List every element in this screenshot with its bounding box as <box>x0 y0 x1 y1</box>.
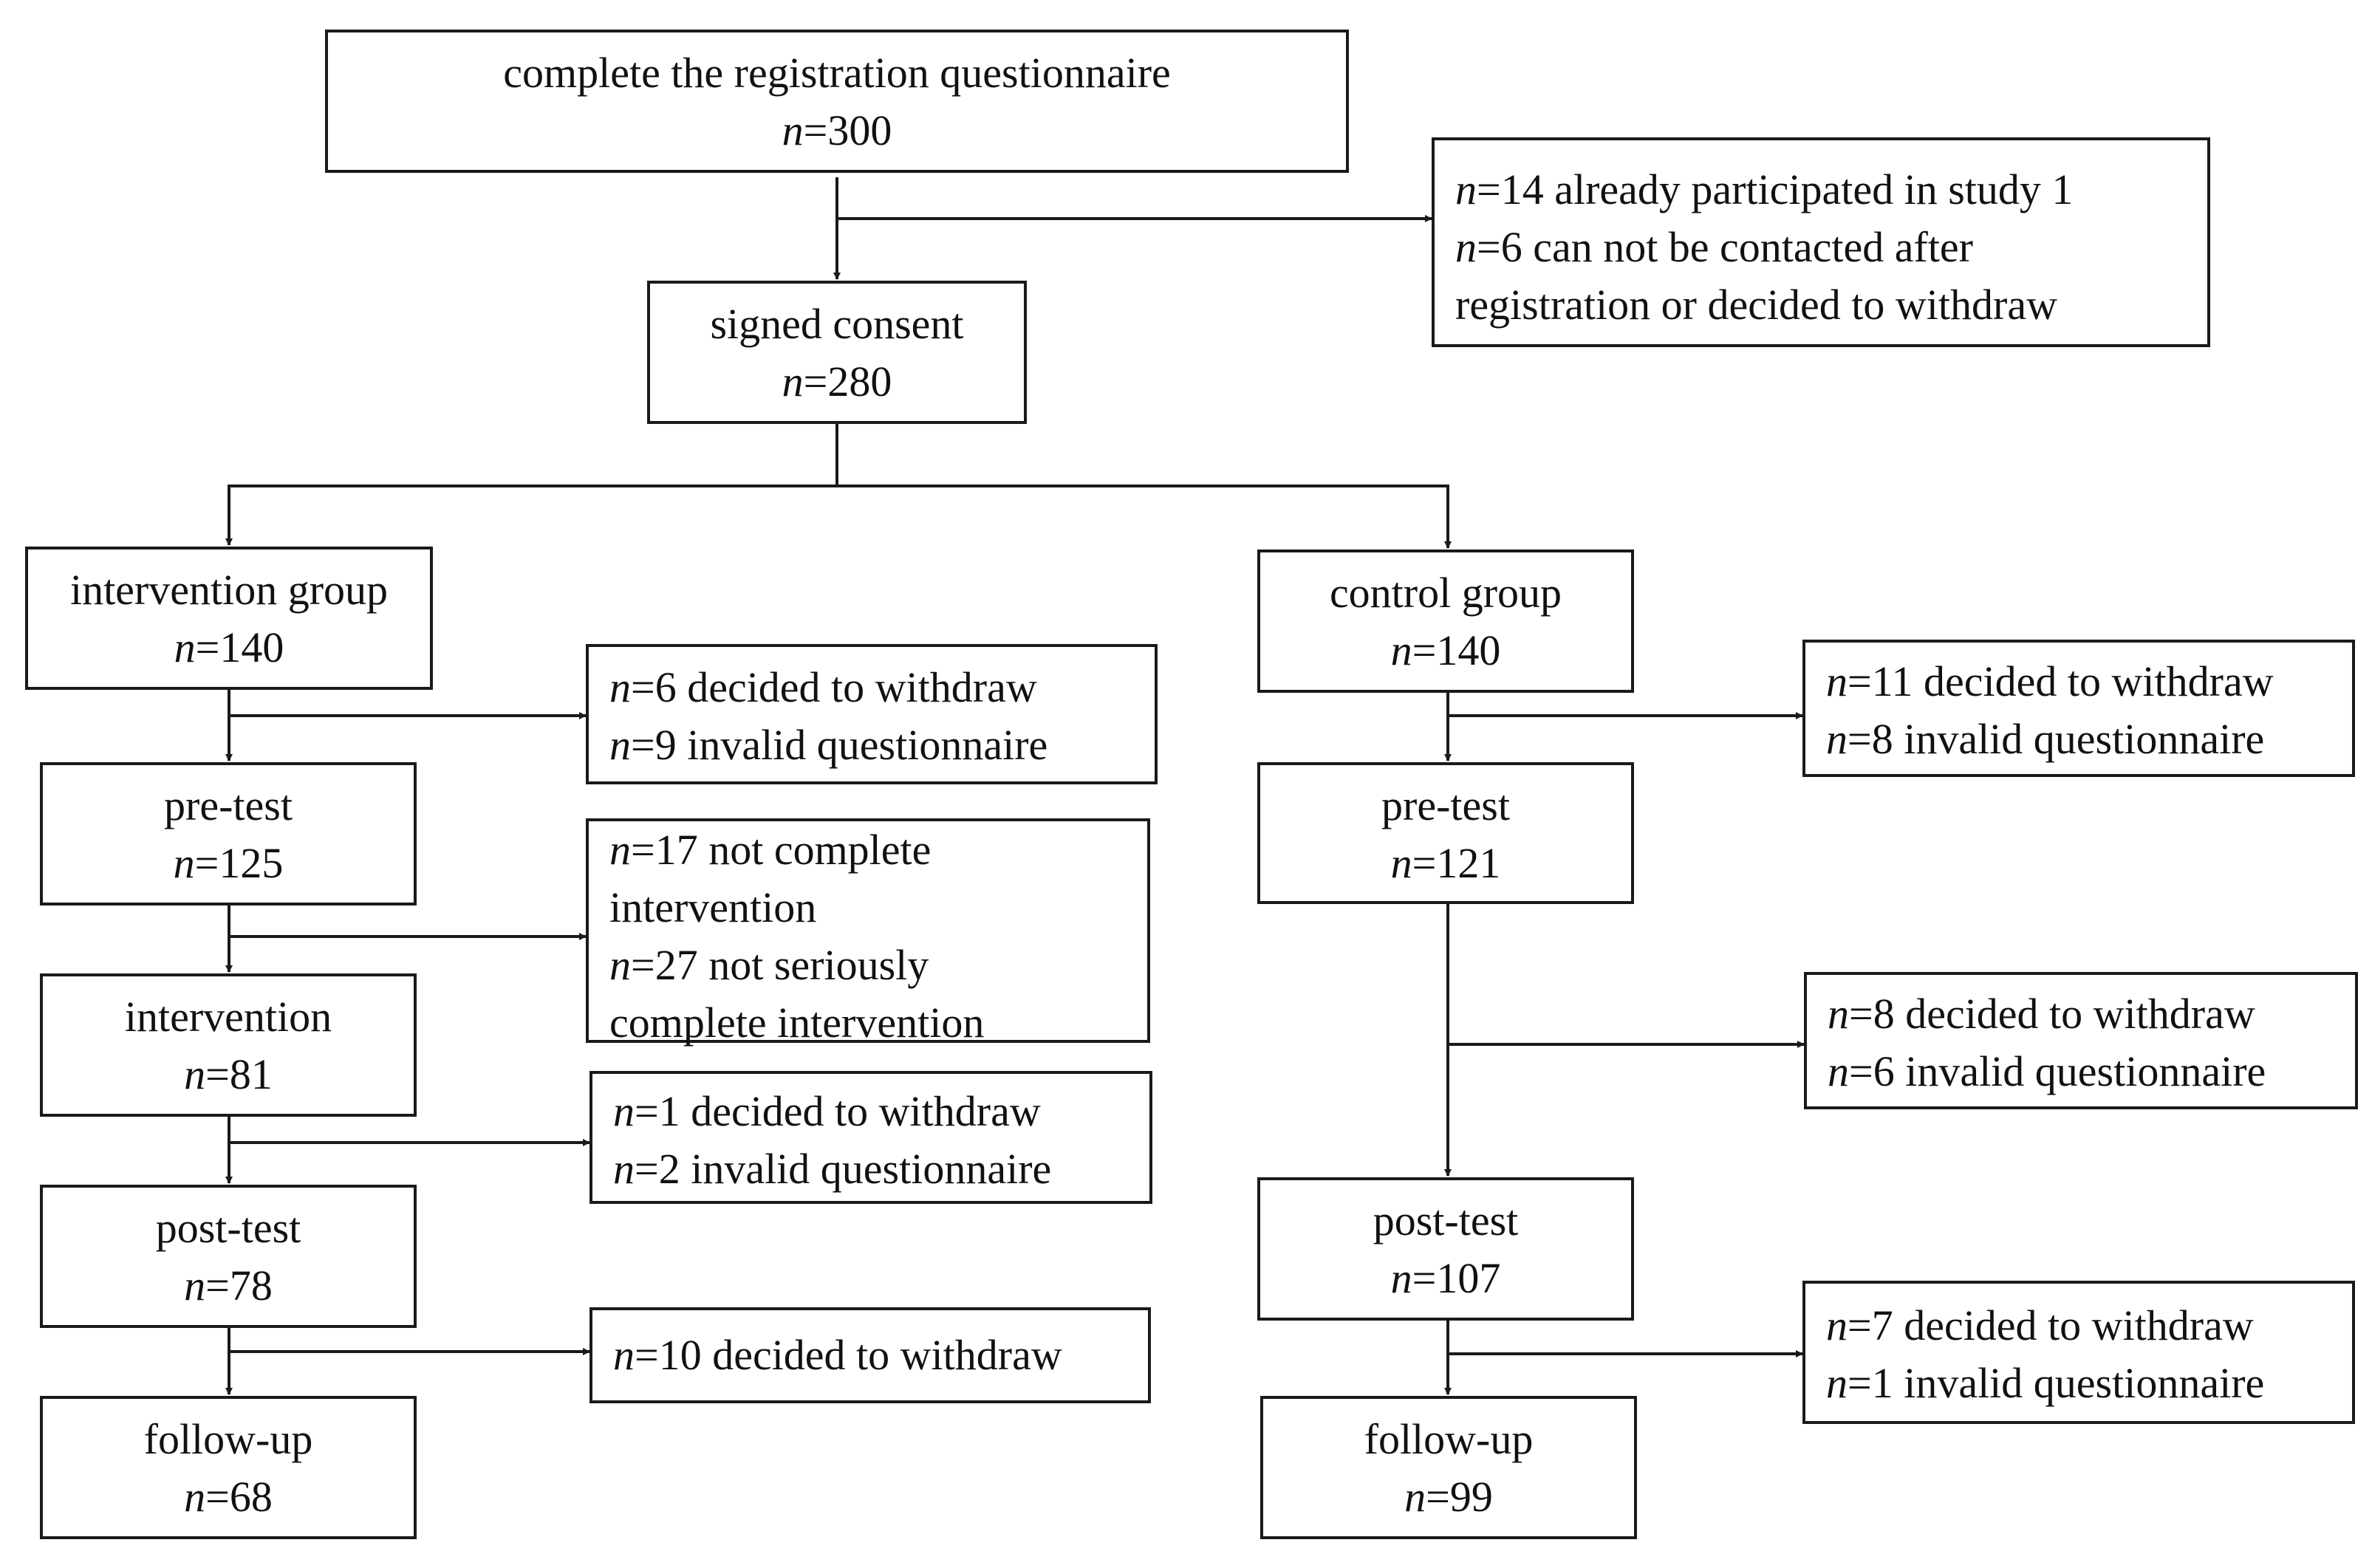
int-loss1-line: n=6 decided to withdraw <box>609 663 1037 711</box>
int-loss4-line: n=10 decided to withdraw <box>613 1331 1062 1379</box>
int-loss2-box: n=17 not complete intervention n=27 not se… <box>586 818 1150 1047</box>
int-followup-count: n=68 <box>184 1473 273 1521</box>
consent-count: n=280 <box>782 357 892 405</box>
int-loss2-line: intervention <box>609 883 817 931</box>
registration-box: complete the registration questionnaire … <box>325 30 1349 173</box>
control-group-box: control group n=140 <box>1257 550 1634 693</box>
ctl-loss2-line: n=8 decided to withdraw <box>1828 990 2255 1038</box>
int-loss1-box: n=6 decided to withdraw n=9 invalid quest… <box>586 644 1158 784</box>
int-pretest-count: n=125 <box>173 839 284 887</box>
ctl-loss3-line: n=7 decided to withdraw <box>1826 1301 2254 1349</box>
ctl-followup-label: follow-up <box>1364 1415 1534 1463</box>
excluded-line: n=6 can not be contacted after <box>1455 223 1973 271</box>
int-loss4-box: n=10 decided to withdraw <box>589 1307 1151 1403</box>
int-followup-label: follow-up <box>143 1415 313 1463</box>
ctl-pretest-box: pre-test n=121 <box>1257 762 1634 904</box>
excluded-box: n=14 already participated in study 1 n=6 … <box>1432 137 2210 347</box>
ctl-loss1-box: n=11 decided to withdraw n=8 invalid ques… <box>1802 640 2355 777</box>
intervention-group-count: n=140 <box>174 623 284 671</box>
int-loss2-line: complete intervention <box>609 999 985 1047</box>
ctl-loss3-box: n=7 decided to withdraw n=1 invalid quest… <box>1802 1281 2355 1424</box>
int-loss1-line: n=9 invalid questionnaire <box>609 721 1048 769</box>
int-intervention-label: intervention <box>124 993 332 1041</box>
int-pretest-label: pre-test <box>164 781 293 829</box>
ctl-posttest-box: post-test n=107 <box>1257 1177 1634 1321</box>
excluded-line: n=14 already participated in study 1 <box>1455 165 2074 213</box>
ctl-loss2-line: n=6 invalid questionnaire <box>1828 1047 2266 1095</box>
intervention-group-box: intervention group n=140 <box>25 547 433 690</box>
int-posttest-box: post-test n=78 <box>40 1185 417 1328</box>
int-pretest-box: pre-test n=125 <box>40 762 417 905</box>
ctl-followup-box: follow-up n=99 <box>1260 1396 1637 1539</box>
int-followup-box: follow-up n=68 <box>40 1396 417 1539</box>
intervention-group-label: intervention group <box>69 566 389 614</box>
ctl-pretest-label: pre-test <box>1381 781 1510 829</box>
control-group-label: control group <box>1329 569 1562 617</box>
control-group-count: n=140 <box>1390 626 1501 674</box>
int-loss3-line: n=2 invalid questionnaire <box>613 1145 1052 1193</box>
int-loss2-line: n=17 not complete <box>609 826 932 874</box>
int-posttest-count: n=78 <box>184 1261 273 1309</box>
ctl-pretest-count: n=121 <box>1390 839 1501 887</box>
ctl-loss1-line: n=8 invalid questionnaire <box>1826 715 2265 763</box>
consent-box: signed consent n=280 <box>647 281 1027 424</box>
int-posttest-label: post-test <box>155 1204 301 1252</box>
int-loss3-box: n=1 decided to withdraw n=2 invalid quest… <box>589 1071 1152 1204</box>
ctl-loss3-line: n=1 invalid questionnaire <box>1826 1359 2265 1407</box>
int-intervention-box: intervention n=81 <box>40 973 417 1117</box>
ctl-posttest-label: post-test <box>1373 1196 1519 1245</box>
ctl-posttest-count: n=107 <box>1390 1254 1501 1302</box>
int-loss2-line: n=27 not seriously <box>609 941 929 989</box>
registration-label: complete the registration questionnaire <box>503 49 1171 97</box>
excluded-line: registration or decided to withdraw <box>1455 281 2057 329</box>
ctl-loss1-line: n=11 decided to withdraw <box>1826 657 2274 705</box>
ctl-loss2-box: n=8 decided to withdraw n=6 invalid quest… <box>1804 972 2358 1109</box>
int-intervention-count: n=81 <box>184 1050 273 1098</box>
ctl-followup-count: n=99 <box>1404 1473 1493 1521</box>
int-loss3-line: n=1 decided to withdraw <box>613 1087 1041 1135</box>
registration-count: n=300 <box>782 106 892 154</box>
consent-label: signed consent <box>710 300 964 348</box>
